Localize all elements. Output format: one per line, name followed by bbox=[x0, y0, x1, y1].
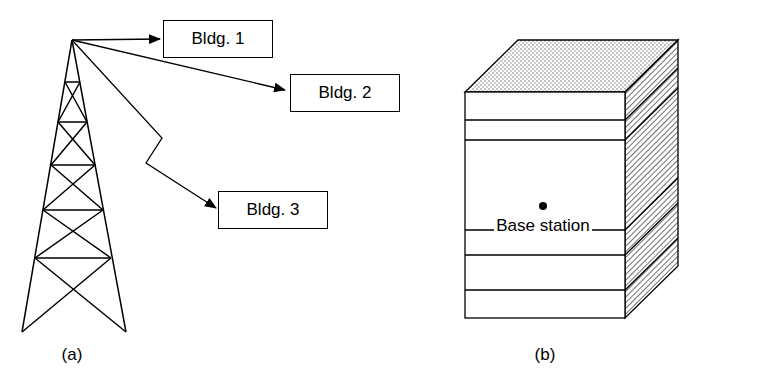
building-label: Bldg. 2 bbox=[319, 84, 372, 103]
tower bbox=[22, 40, 126, 332]
panel-label: (a) bbox=[62, 346, 83, 365]
base-station-dot bbox=[539, 202, 547, 210]
part-label: Base station bbox=[494, 217, 592, 236]
building bbox=[465, 40, 678, 318]
building-label: Bldg. 3 bbox=[247, 201, 300, 220]
building-box: Bldg. 1 bbox=[163, 20, 273, 58]
building-box: Bldg. 2 bbox=[290, 74, 400, 112]
building-label: Bldg. 1 bbox=[192, 30, 245, 49]
panel-label: (b) bbox=[535, 346, 556, 365]
signal-arrow bbox=[72, 39, 285, 208]
building-box: Bldg. 3 bbox=[218, 191, 328, 229]
